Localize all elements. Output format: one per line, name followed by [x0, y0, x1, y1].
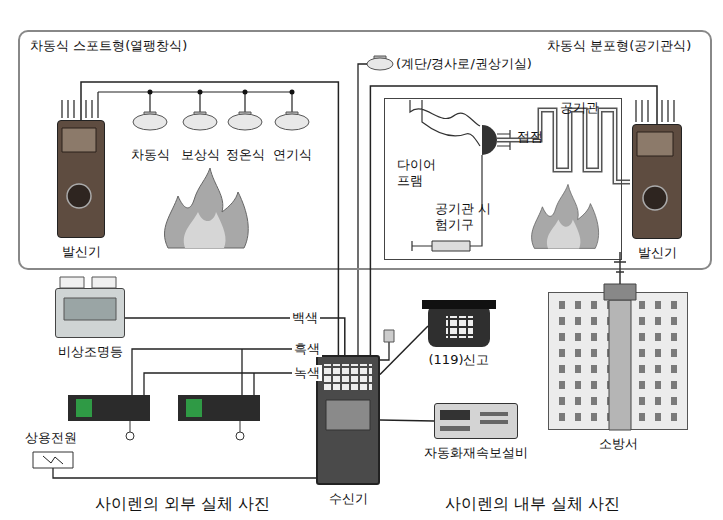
text-label: 사이렌의 외부 실체 사진	[95, 494, 270, 514]
fire-station-building: 소방서	[548, 292, 688, 430]
transmitter-box: 발신기	[57, 120, 105, 238]
text-label: 연기식	[273, 147, 312, 163]
node-label: 다이어 프램	[397, 157, 439, 189]
receiver-keypad	[324, 364, 372, 390]
receiver-panel: 수신기	[316, 355, 380, 485]
text-label: 차동식	[131, 147, 170, 163]
smoke-detector-wire	[358, 64, 367, 355]
edge-label: 백색	[290, 310, 320, 326]
exit-sign	[68, 395, 260, 421]
lamp-head	[60, 277, 116, 288]
wire-connector	[370, 86, 657, 355]
node-label: 공기관 시험기구	[435, 201, 493, 233]
air-tube-box: 다이어 프램 접점공기관 시험기구	[384, 98, 622, 260]
detector-wiring	[62, 92, 674, 122]
smoke-detector-cap	[374, 56, 386, 62]
wire-connector	[81, 82, 338, 355]
exit-sign-figure	[76, 399, 202, 417]
tower-body	[609, 300, 631, 430]
text-label: 보상식	[181, 147, 220, 163]
text-label: 사이렌의 내부 실체 사진	[445, 494, 620, 514]
junction-dot	[148, 90, 295, 95]
air-tube-core	[497, 110, 630, 182]
fire-flame	[532, 184, 599, 248]
wire-connector	[380, 326, 428, 375]
fire-flame-inner	[184, 212, 226, 248]
wire-connector	[380, 420, 434, 421]
phone-handset	[422, 300, 496, 309]
detector-panel: 차동식 스포트형(열팽창식)차동식 분포형(공기관식)발신기다이어 프램접점공기…	[18, 30, 712, 270]
air-tube	[497, 110, 630, 182]
text-label: 정온식	[226, 147, 265, 163]
power-source-box	[33, 452, 73, 468]
node-label: 차동식 스포트형(열팽창식)	[30, 38, 187, 54]
transmitter-button	[67, 184, 667, 210]
node-label: 비상조명등	[58, 344, 123, 360]
lamp-panel	[64, 298, 116, 320]
fire-flame-inner	[547, 220, 580, 249]
emergency-light: 비상조명등	[55, 288, 125, 338]
text-label: 공기관	[560, 100, 599, 116]
detector-cap	[144, 112, 298, 118]
node-label: (119)신고	[429, 352, 490, 368]
node-label: 발신기	[638, 245, 677, 261]
node-label: 자동화재속보설비	[424, 445, 528, 461]
transmitter-plate	[62, 128, 673, 156]
pendant-switch	[126, 421, 244, 440]
heat-detector-symbol	[133, 114, 309, 130]
receiver-panel	[326, 400, 370, 430]
tower-antenna	[614, 252, 626, 284]
node-label: 수신기	[329, 491, 368, 507]
auto-report-device: 자동화재속보설비	[434, 403, 518, 439]
telephone: (119)신고	[428, 305, 490, 347]
text-label: (계단/경사로/권상기실)	[396, 56, 532, 72]
lightning-symbol	[43, 456, 63, 464]
tower-top	[604, 284, 636, 300]
device-screen	[440, 410, 470, 420]
node-label: 차동식 분포형(공기관식)	[547, 38, 691, 54]
diaphragm-symbol	[482, 125, 497, 155]
wire-connector	[125, 318, 345, 355]
text-label: 상용전원	[25, 430, 77, 446]
phone-keypad	[446, 316, 473, 338]
smoke-detector-symbol	[367, 58, 393, 70]
diaphragm-wiring	[410, 100, 510, 251]
buzzer-symbol	[384, 330, 394, 342]
transmitter-box: 발신기	[632, 124, 682, 239]
node-label: 접점	[517, 129, 543, 145]
test-syringe	[432, 241, 470, 251]
device-buttons	[440, 412, 508, 431]
node-label: 소방서	[599, 436, 638, 452]
fire-flame	[165, 168, 249, 248]
node-label: 발신기	[62, 244, 101, 260]
